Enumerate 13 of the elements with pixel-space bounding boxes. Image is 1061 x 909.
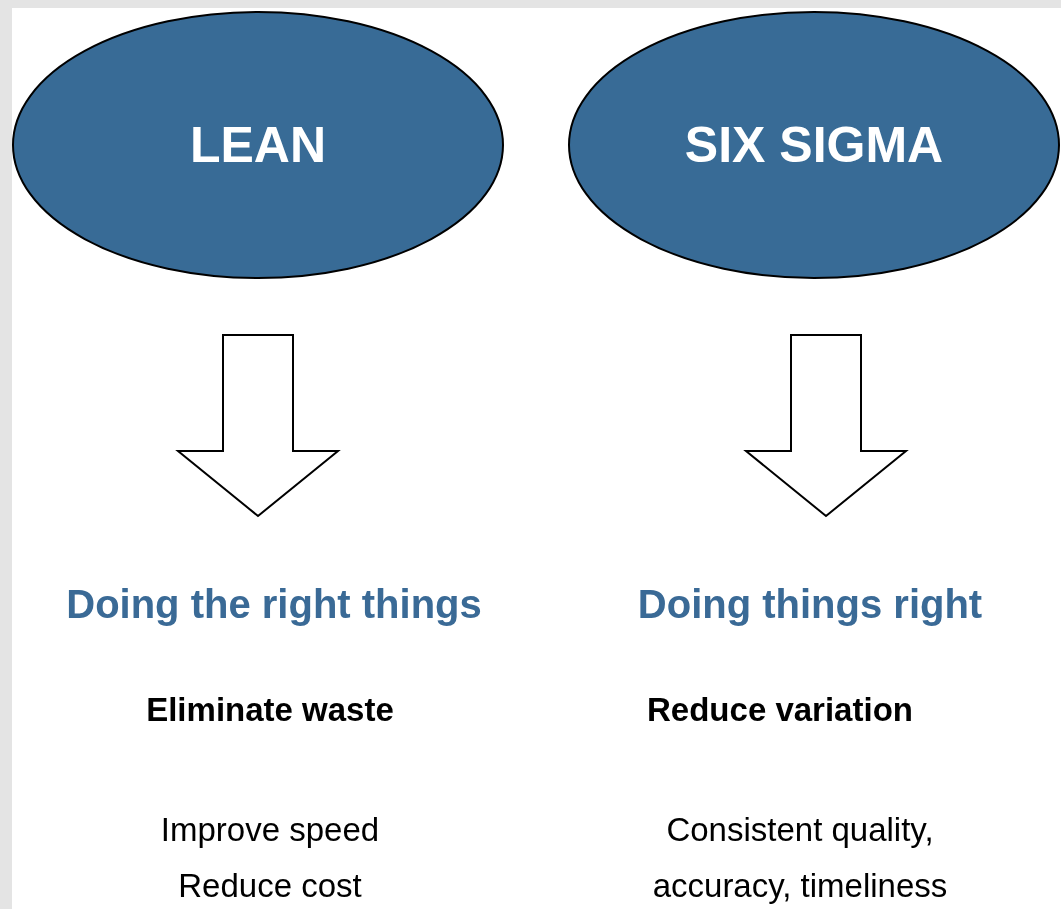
block-arrow	[743, 334, 909, 518]
subheading-text: Eliminate waste	[145, 690, 395, 730]
ellipse-shape	[12, 11, 504, 279]
heading-text: Doing things right	[560, 574, 1060, 634]
description-text: Reduce cost	[177, 866, 363, 906]
block-arrow	[175, 334, 341, 518]
description-text: Improve speed	[159, 810, 381, 850]
heading-text: Doing the right things	[4, 574, 544, 634]
description-text: Consistent quality, accuracy, timeliness	[651, 810, 949, 906]
subheading-text: Reduce variation	[646, 690, 914, 730]
ellipse-label: SIX SIGMA	[684, 120, 944, 170]
ellipse-label: LEAN	[189, 120, 327, 170]
ellipse-shape	[568, 11, 1060, 279]
